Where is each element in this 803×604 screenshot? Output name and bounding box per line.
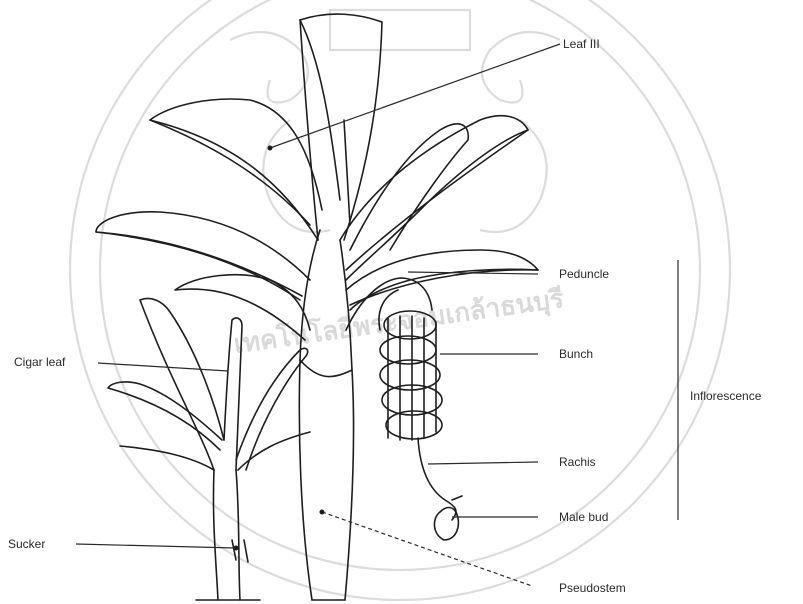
label-peduncle: Peduncle: [559, 267, 609, 281]
label-male-bud: Male bud: [559, 510, 608, 524]
sucker-shape: [213, 470, 240, 600]
watermark-seal: เทคโนโลยีพระจอมเกล้าธนบุรี: [70, 0, 730, 600]
label-rachis: Rachis: [559, 455, 596, 469]
label-sucker: Sucker: [8, 537, 45, 551]
pseudostem-shape: [299, 230, 353, 600]
leader-rachis: [428, 462, 538, 464]
label-inflorescence: Inflorescence: [690, 389, 762, 403]
label-cigar-leaf: Cigar leaf: [14, 355, 66, 369]
label-leaf-iii: Leaf III: [563, 37, 600, 51]
leader-pseudostem: [322, 512, 532, 586]
leaf-iii-shape: [300, 14, 382, 240]
label-pseudostem: Pseudostem: [559, 581, 626, 595]
male-bud-shape: [434, 508, 458, 541]
leader-leaf-iii: [270, 44, 560, 148]
leader-sucker: [76, 544, 236, 548]
label-bunch: Bunch: [559, 347, 593, 361]
